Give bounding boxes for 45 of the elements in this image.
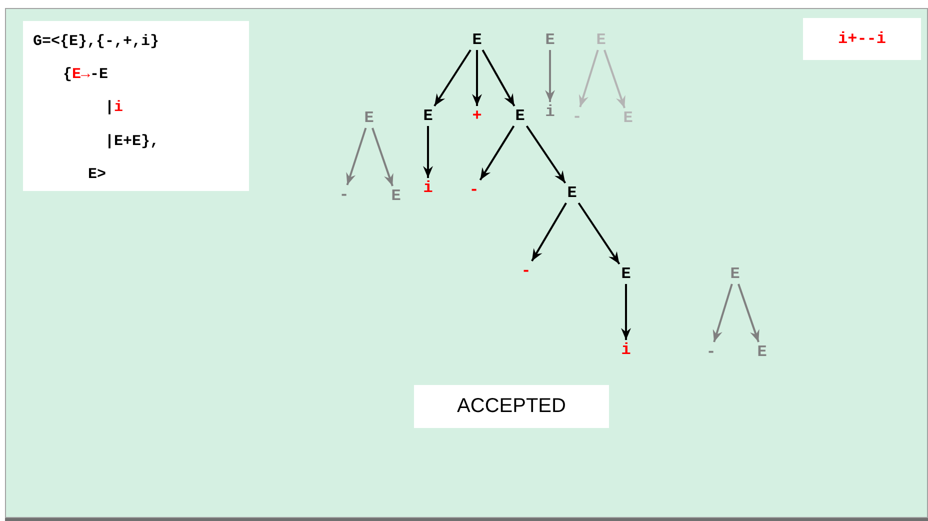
grammar-symbol: i — [541, 103, 559, 121]
grammar-symbol: i — [617, 341, 635, 359]
input-string: i+--i — [803, 18, 921, 60]
grammar-symbol: - — [335, 186, 353, 204]
arrow — [578, 202, 620, 265]
grammar-symbol: E — [726, 265, 744, 283]
grammar-symbol: i — [419, 179, 437, 197]
grammar-symbol: E — [563, 184, 581, 202]
arrow — [604, 50, 626, 108]
grammar-line: |i — [105, 99, 124, 116]
grammar-symbol: E — [468, 31, 486, 49]
arrow — [545, 50, 555, 102]
grammar-symbol: E — [511, 107, 529, 125]
grammar-symbol: E — [541, 31, 559, 49]
grammar-symbol: E — [619, 109, 637, 127]
grammar-symbol: + — [468, 107, 486, 125]
grammar-symbol: E — [387, 187, 405, 205]
arrow — [712, 284, 733, 342]
arrow — [472, 50, 482, 106]
arrow — [423, 126, 433, 178]
grammar-line: |E+E}, — [105, 133, 160, 150]
arrow — [482, 50, 516, 106]
grammar-symbol: - — [517, 262, 535, 280]
arrow — [531, 202, 567, 262]
arrow — [526, 125, 566, 184]
grammar-symbol: E — [592, 31, 610, 49]
arrow — [621, 284, 631, 340]
grammar-symbol: E — [419, 107, 437, 125]
grammar-symbol: - — [465, 181, 483, 199]
arrow — [578, 50, 599, 108]
grammar-symbol: - — [702, 343, 720, 361]
grammar-line: {E→-E — [63, 66, 108, 83]
status-label: ACCEPTED — [414, 385, 609, 428]
grammar-line: E> — [88, 166, 106, 183]
arrow — [479, 125, 515, 181]
arrow — [434, 49, 472, 107]
arrow — [372, 128, 394, 186]
arrow — [738, 284, 760, 342]
grammar-symbol: E — [360, 109, 378, 127]
grammar-symbol: E — [753, 343, 771, 361]
grammar-symbol: - — [568, 108, 586, 126]
grammar-symbol: E — [617, 265, 635, 283]
arrow — [346, 128, 367, 186]
grammar-card — [23, 21, 249, 191]
grammar-line: G=<{E},{-,+,i} — [33, 33, 160, 50]
